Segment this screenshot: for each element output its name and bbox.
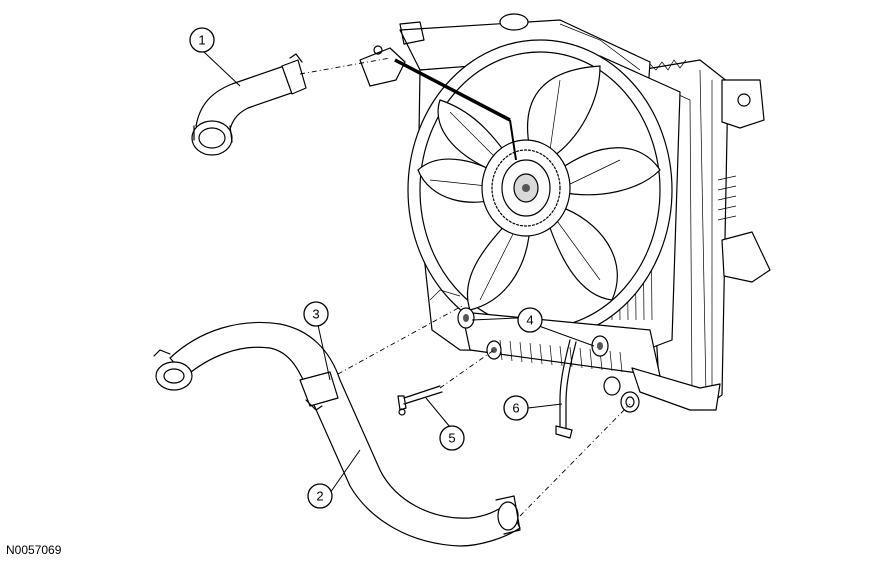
callout-2-label: 2 <box>316 489 323 504</box>
callout-6: 6 <box>503 395 529 421</box>
cooler-fitting-upper-right <box>591 335 609 357</box>
callout-3-label: 3 <box>312 307 319 322</box>
figure-id: N0057069 <box>6 543 62 557</box>
cooling-fan <box>359 21 673 341</box>
fan-blade <box>545 205 618 301</box>
callout-1: 1 <box>189 27 215 53</box>
mount-hole <box>737 93 751 107</box>
cooler-fitting-lower-left <box>486 340 502 360</box>
exploded-view-lines <box>299 57 631 517</box>
callout-5-label: 5 <box>448 431 455 446</box>
lower-cooler-tank <box>397 289 721 439</box>
radiator-fins <box>643 59 737 221</box>
fan-blade <box>526 65 601 161</box>
wiring-harness <box>394 58 511 122</box>
cooler-line-6 <box>559 339 571 427</box>
callout-3: 3 <box>303 301 329 327</box>
harness-connector <box>359 47 406 87</box>
callout-2: 2 <box>307 483 333 509</box>
cooler-fitting-lower-right <box>603 376 640 413</box>
callout-4-label: 4 <box>526 313 533 328</box>
radiator-cap <box>499 13 529 31</box>
hose-clamp <box>281 59 307 95</box>
callout-4: 4 <box>517 307 543 333</box>
cooler-line-5 <box>403 385 443 405</box>
lower-radiator-hose <box>153 321 521 547</box>
callout-6-label: 6 <box>512 401 519 416</box>
hose-connector <box>299 371 339 407</box>
upper-radiator-hose <box>191 53 307 156</box>
fan-blade <box>555 147 661 196</box>
callout-5: 5 <box>439 425 465 451</box>
cooler-fitting-upper-left <box>457 307 475 329</box>
callout-1-label: 1 <box>198 33 205 48</box>
